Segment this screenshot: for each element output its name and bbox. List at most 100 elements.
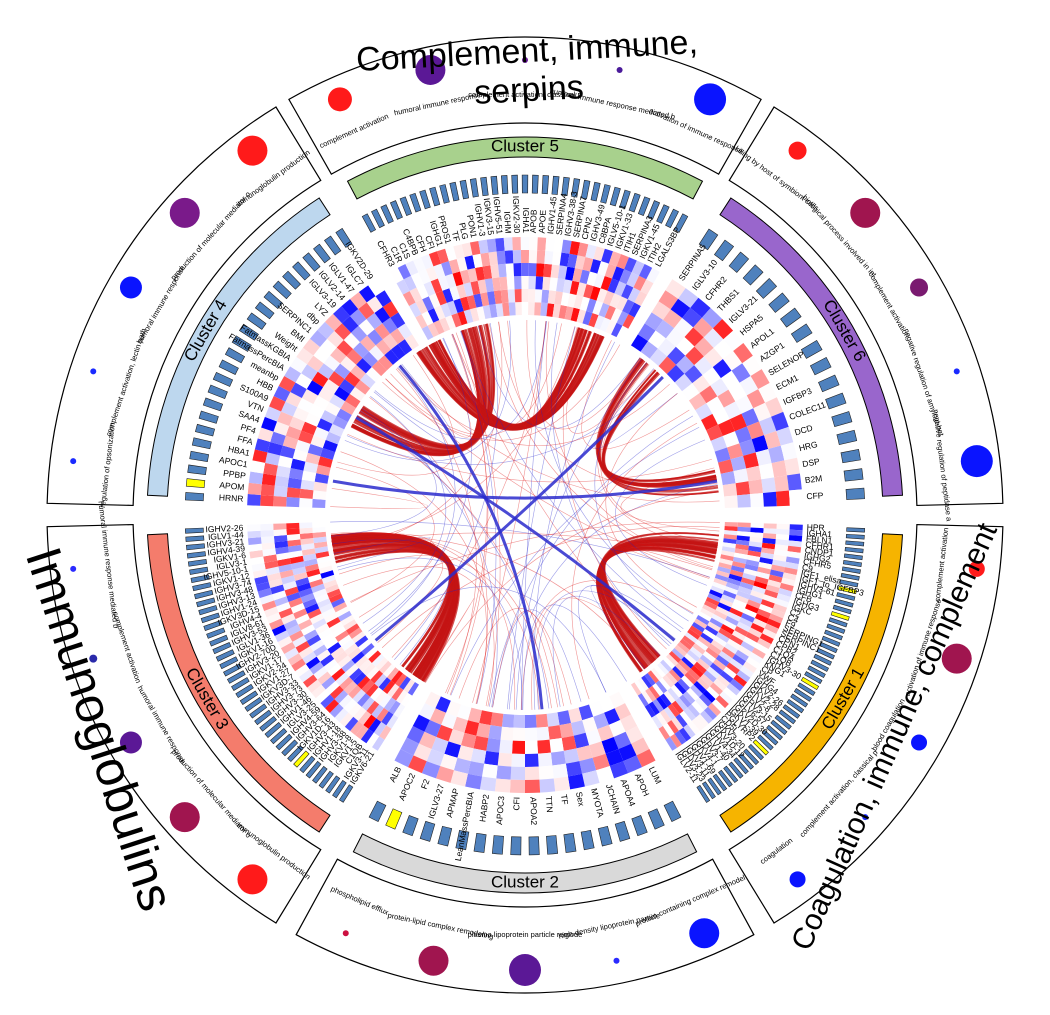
- heat-cell: [762, 594, 777, 604]
- heat-cell: [525, 766, 540, 780]
- heat-cell: [694, 337, 714, 357]
- link: [333, 321, 503, 553]
- link: [395, 368, 477, 694]
- heat-cell: [431, 736, 449, 754]
- heat-cell: [630, 682, 642, 696]
- heat-cell: [338, 634, 352, 647]
- heat-cell: [327, 642, 342, 655]
- heat-cell: [715, 695, 729, 709]
- link: [331, 535, 648, 668]
- heat-cell: [731, 603, 746, 613]
- heat-cell: [774, 475, 789, 492]
- go-dot: [910, 278, 929, 297]
- link: [337, 355, 456, 476]
- heat-cell: [313, 536, 327, 544]
- heat-cell: [624, 257, 637, 273]
- heat-cell: [552, 763, 568, 779]
- heat-cell: [745, 632, 760, 643]
- heat-cell: [391, 686, 404, 701]
- gene-bar: [238, 323, 259, 341]
- heat-cell: [304, 563, 319, 572]
- heat-cell: [650, 667, 663, 681]
- heat-cell: [492, 277, 501, 292]
- heat-cell: [277, 455, 293, 469]
- gene-bar: [198, 410, 219, 424]
- gene-bar: [449, 181, 460, 202]
- heat-cell: [395, 673, 407, 687]
- heat-cell: [688, 393, 707, 411]
- heat-cell: [708, 643, 722, 655]
- heat-cell: [691, 621, 705, 633]
- heat-cell: [751, 585, 766, 595]
- heat-cell: [340, 615, 355, 626]
- heat-cell: [718, 650, 733, 663]
- gene-bar: [191, 437, 212, 450]
- heat-cell: [717, 602, 732, 612]
- heat-cell: [707, 621, 721, 632]
- heat-cell: [358, 639, 372, 652]
- heat-cell: [347, 647, 362, 660]
- heat-cell: [605, 749, 624, 767]
- heat-cell: [649, 348, 668, 367]
- link: [332, 539, 450, 665]
- heat-cell: [322, 439, 338, 453]
- heat-cell: [373, 721, 387, 737]
- heat-cell: [296, 582, 312, 593]
- heat-cell: [393, 703, 406, 718]
- heat-cell: [553, 238, 564, 253]
- heat-cell: [497, 752, 513, 767]
- go-dot: [169, 197, 200, 228]
- gene-bar: [389, 200, 403, 220]
- heat-cell: [512, 250, 522, 264]
- gene-bar: [209, 634, 229, 647]
- heat-cell: [671, 700, 684, 715]
- heat-cell: [633, 275, 647, 291]
- heat-cell: [315, 623, 330, 635]
- go-dot: [862, 814, 869, 821]
- heat-cell: [488, 251, 498, 266]
- gene-bar: [281, 739, 299, 757]
- heat-cell: [399, 676, 411, 690]
- heat-cell: [686, 650, 700, 662]
- heat-cell: [473, 735, 489, 751]
- heat-cell: [317, 363, 335, 380]
- heat-cell: [553, 776, 571, 792]
- heat-cell: [543, 263, 553, 278]
- heat-cell: [557, 265, 568, 280]
- heat-cell: [693, 317, 713, 338]
- heat-cell: [727, 611, 742, 622]
- heat-cell: [284, 647, 299, 660]
- heat-cell: [528, 302, 535, 316]
- heat-cell: [366, 732, 380, 748]
- heat-cell: [490, 264, 500, 279]
- go-dot: [89, 654, 98, 663]
- heat-cell: [358, 710, 372, 725]
- heat-cell: [451, 312, 462, 328]
- heat-cell: [260, 529, 274, 538]
- heat-cell: [659, 693, 672, 707]
- heat-cell: [453, 244, 465, 259]
- heat-cell: [564, 306, 574, 321]
- heat-cell: [375, 657, 389, 671]
- heat-cell: [321, 574, 336, 584]
- heat-cell: [747, 550, 762, 558]
- gene-bar: [793, 688, 812, 702]
- heat-cell: [260, 484, 275, 496]
- gene-bar: [743, 748, 760, 766]
- gene-bar: [774, 714, 792, 730]
- heat-cell: [375, 290, 392, 307]
- heat-cell: [479, 776, 497, 792]
- heat-cell: [371, 704, 384, 719]
- heat-cell: [367, 329, 383, 346]
- heat-cell: [273, 421, 290, 436]
- heat-cell: [345, 623, 360, 635]
- gene-bar: [836, 592, 856, 601]
- heat-cell: [325, 313, 343, 331]
- heat-cell: [260, 523, 274, 531]
- heat-cell: [321, 676, 336, 690]
- heat-cell: [358, 659, 372, 672]
- heat-cell: [723, 534, 738, 540]
- gene-bar: [747, 743, 765, 761]
- gene-bar: [843, 553, 863, 561]
- heat-cell: [252, 569, 268, 579]
